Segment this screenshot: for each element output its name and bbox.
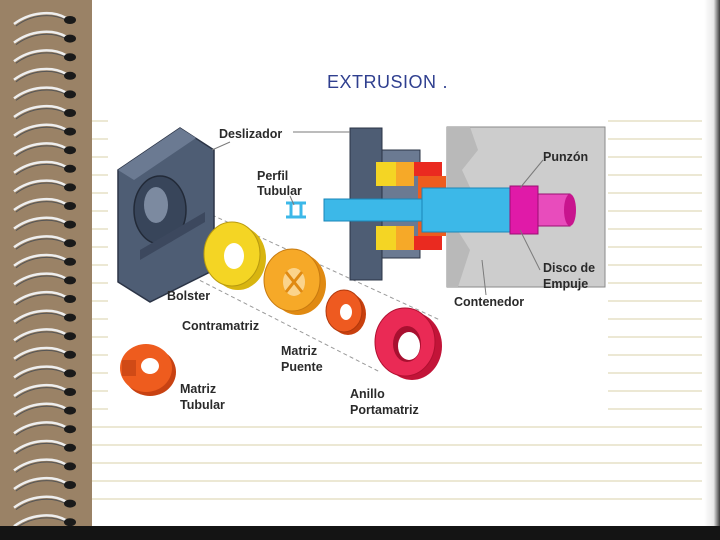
- binding-ring: [13, 197, 76, 213]
- binding-ring: [13, 235, 76, 250]
- contramatriz-part: [203, 221, 266, 290]
- binding-ring: [13, 272, 76, 287]
- page-bottom-shadow: [0, 526, 720, 540]
- label-deslizador: Deslizador: [219, 127, 282, 141]
- binding-ring: [13, 290, 76, 306]
- label-matriz-puente-line2: Puente: [281, 360, 323, 374]
- label-perfil-line2: Tubular: [257, 184, 302, 198]
- label-matriz-tubular-line2: Tubular: [180, 398, 225, 412]
- binding-ring: [13, 142, 76, 157]
- binding-ring: [13, 86, 76, 101]
- binding-ring: [13, 328, 76, 343]
- matriz-tubular-part: [120, 344, 176, 396]
- perfil-tubular-part: [286, 187, 513, 233]
- label-disco-line1: Disco de: [543, 261, 595, 275]
- matriz-puente-part: [263, 248, 326, 315]
- anillo-portamatriz-part: [374, 307, 442, 380]
- leader-lines: [211, 131, 544, 296]
- label-punzon: Punzón: [543, 150, 588, 164]
- binding-ring: [13, 458, 76, 473]
- bolster-part: [117, 127, 215, 303]
- label-perfil-line1: Perfil: [257, 169, 288, 183]
- label-contenedor: Contenedor: [454, 295, 524, 309]
- binding-ring: [13, 402, 76, 418]
- label-bolster: Bolster: [167, 289, 210, 303]
- label-anillo-line2: Portamatriz: [350, 403, 419, 417]
- punzon-part: [509, 185, 576, 235]
- label-matriz-tubular-line1: Matriz: [180, 382, 216, 396]
- binding-ring: [13, 421, 76, 436]
- slide-title-period: .: [442, 72, 449, 92]
- binding-ring: [13, 123, 76, 139]
- binding-ring: [13, 160, 76, 176]
- label-matriz-puente-line1: Matriz: [281, 344, 317, 358]
- binding-ring: [13, 49, 76, 64]
- binding-ring: [13, 309, 76, 325]
- matriz-insert-part: [325, 289, 366, 335]
- binding-ring: [13, 67, 76, 83]
- binding-ring: [13, 514, 76, 526]
- binding-ring: [13, 179, 76, 194]
- page-edge-shadow: [704, 0, 720, 540]
- binding-ring: [13, 346, 76, 362]
- slide-title: EXTRUSION.: [327, 72, 448, 93]
- binding-ring: [13, 476, 76, 492]
- binding-ring: [13, 383, 76, 399]
- binding-ring: [13, 216, 76, 232]
- label-anillo-line1: Anillo: [350, 387, 385, 401]
- spiral-binding: [13, 11, 76, 526]
- binding-ring: [13, 253, 76, 269]
- binding-ring: [13, 439, 76, 455]
- label-disco-line2: Empuje: [543, 277, 588, 291]
- slide-title-text: EXTRUSION: [327, 72, 437, 92]
- binding-ring: [13, 30, 76, 46]
- binding-ring: [13, 104, 76, 120]
- binding-ring: [13, 495, 76, 511]
- binding-ring: [13, 11, 76, 27]
- label-contramatriz: Contramatriz: [182, 319, 259, 333]
- binding-ring: [13, 365, 76, 380]
